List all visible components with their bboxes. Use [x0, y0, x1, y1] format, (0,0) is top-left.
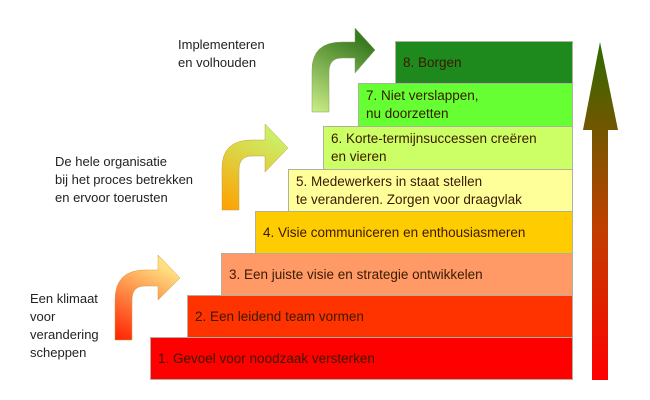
step-label: 7. Niet verslappen, nu doorzetten: [366, 88, 479, 121]
progress-up-arrow: [583, 42, 618, 380]
curved-arrow-icon-3: [311, 27, 376, 113]
step-1: 1. Gevoel voor noodzaak versterken: [150, 337, 573, 380]
step-label: 6. Korte-termijnsuccessen creëren en vie…: [331, 131, 537, 164]
step-label: 8. Borgen: [403, 54, 462, 70]
step-6: 6. Korte-termijnsuccessen creëren en vie…: [323, 126, 573, 170]
step-label: 3. Een juiste visie en strategie ontwikk…: [229, 266, 483, 282]
curved-arrow-icon-1: [114, 254, 181, 341]
step-label: 4. Visie communiceren en enthousiasmeren: [263, 224, 526, 240]
step-2: 2. Een leidend team vormen: [187, 295, 573, 338]
phase-label-1: Een klimaat voor verandering scheppen: [30, 291, 99, 360]
phase-label-2: De hele organisatie bij het proces betre…: [55, 154, 194, 205]
curved-arrow-icon-2: [221, 123, 289, 211]
step-label: 5. Medewerkers in staat stellen te veran…: [296, 173, 522, 207]
step-label: 2. Een leidend team vormen: [195, 308, 364, 324]
step-8: 8. Borgen: [395, 41, 573, 84]
step-label: 1. Gevoel voor noodzaak versterken: [158, 350, 375, 366]
step-3: 3. Een juiste visie en strategie ontwikk…: [221, 253, 573, 296]
step-4: 4. Visie communiceren en enthousiasmeren: [255, 211, 573, 254]
step-7: 7. Niet verslappen, nu doorzetten: [358, 83, 573, 127]
step-5: 5. Medewerkers in staat stellen te veran…: [288, 169, 573, 212]
phase-label-3: Implementeren en volhouden: [178, 37, 265, 70]
